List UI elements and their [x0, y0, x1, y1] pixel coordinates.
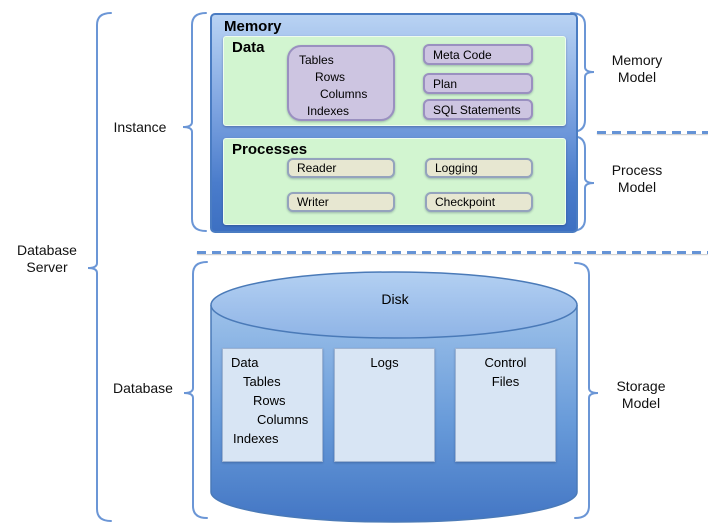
process-model-label: Process Model — [594, 162, 680, 196]
logging-box: Logging — [425, 158, 533, 178]
database-server-line1: Database — [17, 242, 77, 258]
data-files-box: Data Tables Rows Columns Indexes — [222, 348, 323, 462]
storage-model-brace — [574, 262, 599, 519]
stack-rows: Rows — [315, 70, 346, 84]
data-group-title: Data — [232, 39, 265, 56]
reader-box: Reader — [287, 158, 395, 178]
data-group-box: Data Tables Rows Columns Indexes Meta Co… — [223, 36, 566, 126]
process-model-line1: Process — [611, 162, 663, 178]
file-tables: Tables — [243, 374, 281, 389]
memory-model-label: Memory Model — [594, 52, 680, 86]
storage-model-label: Storage Model — [598, 378, 684, 412]
control-line2: Files — [491, 374, 520, 389]
stack-tables: Tables — [299, 53, 334, 67]
stack-indexes: Indexes — [307, 104, 350, 118]
instance-box: Memory Data Tables Rows Columns Indexes … — [210, 13, 578, 233]
file-indexes: Indexes — [233, 431, 279, 446]
plan-box: Plan — [423, 73, 533, 94]
memory-model-line2: Model — [617, 69, 657, 85]
instance-brace — [182, 12, 207, 232]
file-data: Data — [231, 355, 259, 370]
control-line1: Control — [484, 355, 527, 370]
control-files-box: Control Files — [455, 348, 556, 462]
database-label: Database — [113, 380, 173, 396]
process-model-line2: Model — [617, 179, 657, 195]
logs-label: Logs — [370, 355, 399, 370]
memory-model-line1: Memory — [611, 52, 663, 68]
file-rows: Rows — [253, 393, 286, 408]
database-brace — [183, 261, 208, 519]
logs-box: Logs — [334, 348, 435, 462]
data-structures-box: Tables Rows Columns Indexes — [287, 45, 395, 121]
writer-box: Writer — [287, 192, 395, 212]
disk-label: Disk — [381, 291, 409, 307]
memory-process-divider — [597, 131, 708, 134]
instance-label: Instance — [113, 119, 167, 135]
database-server-label: Database Server — [6, 242, 88, 276]
stack-columns: Columns — [320, 87, 368, 101]
process-group-box: Processes Reader Logging Writer Checkpoi… — [223, 138, 566, 225]
database-server-brace — [87, 12, 112, 522]
memory-model-brace — [570, 12, 595, 133]
cylinder-top — [210, 271, 578, 339]
storage-model-line2: Model — [621, 395, 661, 411]
process-group-title: Processes — [232, 141, 308, 158]
file-columns: Columns — [257, 412, 309, 427]
storage-model-line1: Storage — [616, 378, 666, 394]
database-server-line2: Server — [26, 259, 68, 275]
meta-code-box: Meta Code — [423, 44, 533, 65]
instance-database-divider — [197, 251, 708, 254]
process-model-brace — [570, 135, 595, 232]
checkpoint-box: Checkpoint — [425, 192, 533, 212]
memory-title: Memory — [224, 18, 282, 35]
sql-statements-box: SQL Statements — [423, 99, 533, 120]
